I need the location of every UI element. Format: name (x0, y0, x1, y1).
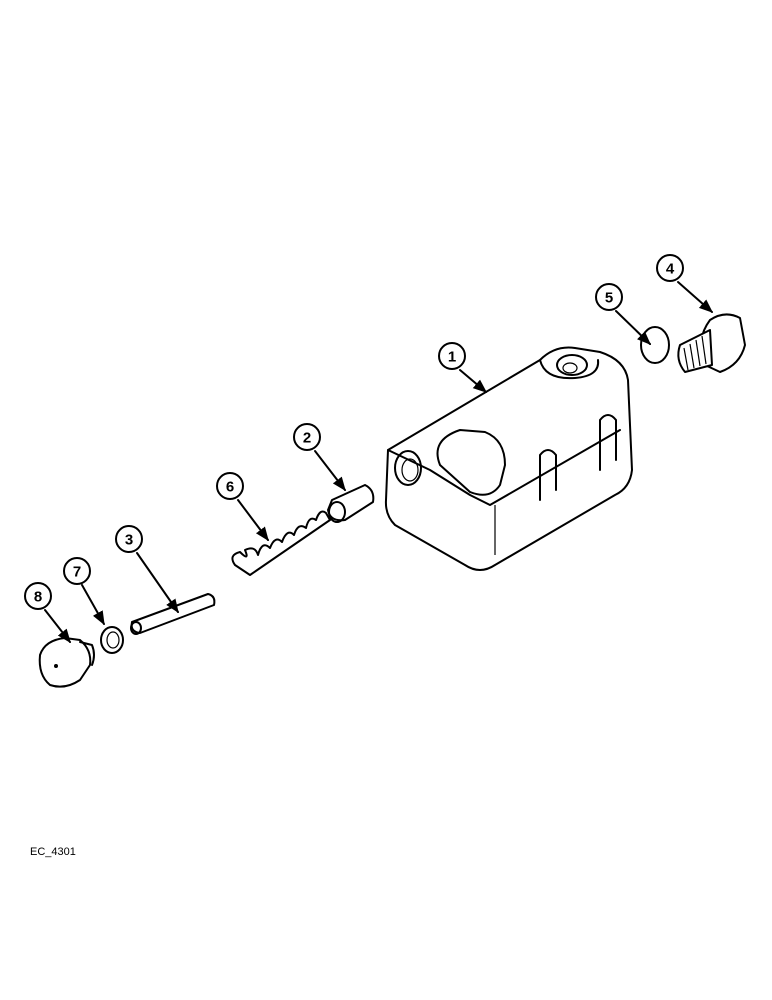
o-ring-part (640, 326, 670, 364)
valve-body-part (384, 346, 633, 571)
arrow-7 (81, 584, 105, 626)
callout-1: 1 (438, 342, 466, 370)
arrow-8 (44, 609, 71, 644)
svg-text:7: 7 (73, 564, 81, 581)
callout-3: 3 (115, 525, 143, 553)
arrow-1 (459, 369, 488, 393)
arrow-6 (237, 499, 269, 542)
plug-large-part (677, 313, 746, 373)
svg-text:1: 1 (448, 349, 456, 366)
svg-text:2: 2 (303, 430, 311, 447)
svg-text:8: 8 (34, 589, 42, 606)
callout-4: 4 (656, 254, 684, 282)
callout-8: 8 (24, 582, 52, 610)
valve-spool-part (327, 484, 375, 523)
spring-part (231, 510, 331, 576)
pin-part (130, 593, 216, 635)
plug-small-part (38, 637, 95, 688)
callout-7: 7 (63, 557, 91, 585)
svg-text:3: 3 (125, 532, 133, 549)
arrow-3 (136, 552, 179, 614)
arrow-2 (314, 450, 346, 492)
arrow-5 (615, 310, 652, 345)
leader-arrows (44, 281, 714, 644)
callout-6: 6 (216, 472, 244, 500)
callout-2: 2 (293, 423, 321, 451)
svg-text:6: 6 (226, 479, 234, 496)
svg-text:5: 5 (605, 290, 613, 307)
arrow-4 (677, 281, 714, 313)
washer-part (100, 626, 124, 654)
drawing-code-label: EC_4301 (30, 846, 76, 858)
svg-text:4: 4 (666, 261, 675, 278)
callout-5: 5 (595, 283, 623, 311)
